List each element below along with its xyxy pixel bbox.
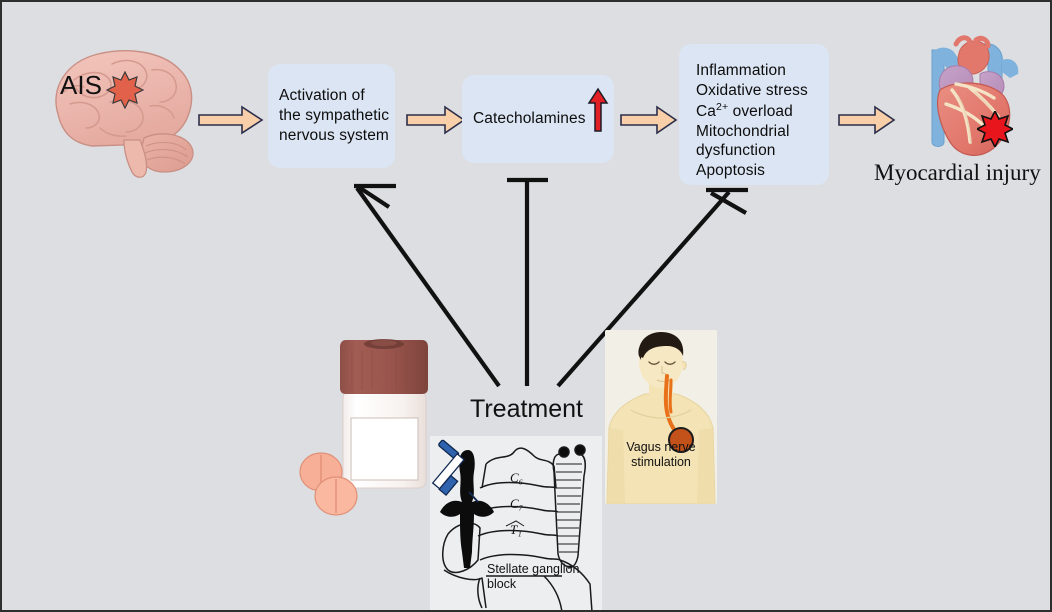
mechanism-line-oxidative-stress: Oxidative stress [696, 81, 808, 99]
mechanism-line-dysfunction: dysfunction [696, 142, 776, 160]
inhibition-t-bar-icon [355, 184, 391, 209]
vertebra-label-c7: C₇ [510, 496, 524, 511]
stellate-ganglion-block-icon: C₆ C₇ T₁ Stellate ganglion block [430, 436, 602, 610]
injury-burst-icon [975, 109, 1015, 149]
mechanism-line-apoptosis: Apoptosis [696, 162, 765, 180]
right-block-arrow-icon [198, 105, 264, 135]
pill-icon [299, 452, 358, 516]
inhibition-t-bar-icon [709, 191, 748, 215]
stellate-ganglion-block-caption: Stellate ganglion block [487, 562, 580, 591]
right-block-arrow-icon [620, 105, 678, 135]
ais-label: AIS [60, 70, 102, 100]
right-block-arrow-icon [838, 105, 896, 135]
catecholamines-box: Catecholamines [462, 75, 614, 163]
stroke-lesion-star-icon [105, 70, 145, 110]
inhibition-line-left [355, 186, 501, 388]
overload-word: overload [732, 102, 793, 120]
myocardial-injury-label: Myocardial injury [874, 160, 1041, 185]
pill-bottle-icon [298, 330, 438, 530]
ca-symbol: Ca [696, 102, 717, 120]
right-block-arrow-icon [406, 105, 466, 135]
mechanism-line-ca-overload: Ca2+ overload [696, 101, 808, 122]
up-arrow-icon [587, 87, 609, 138]
ca-superscript: 2+ [716, 100, 729, 113]
sympathetic-activation-box: Activation of the sympathetic nervous sy… [268, 64, 395, 168]
catecholamines-text: Catecholamines [473, 110, 586, 128]
vertebra-label-c6: C₆ [510, 470, 523, 485]
inhibition-t-bar-icon [354, 183, 396, 189]
inhibition-t-bar-icon [706, 187, 748, 193]
vertebra-label-t1: T₁ [510, 522, 522, 537]
sympathetic-activation-text: Activation of the sympathetic nervous sy… [279, 87, 390, 144]
myocardial-mechanisms-box: Inflammation Oxidative stress Ca2+ overl… [679, 44, 829, 185]
mechanism-line-inflammation: Inflammation [696, 62, 786, 79]
vagus-nerve-stimulation-icon: Vagus nerve stimulation [605, 330, 717, 504]
inhibition-line-right [556, 190, 731, 388]
syringe-icon [431, 439, 479, 503]
treatment-title: Treatment [470, 395, 584, 423]
vagus-nerve-stimulation-caption: Vagus nerve stimulation [626, 440, 696, 470]
mechanism-line-mitochondrial: Mitochondrial [696, 122, 790, 140]
